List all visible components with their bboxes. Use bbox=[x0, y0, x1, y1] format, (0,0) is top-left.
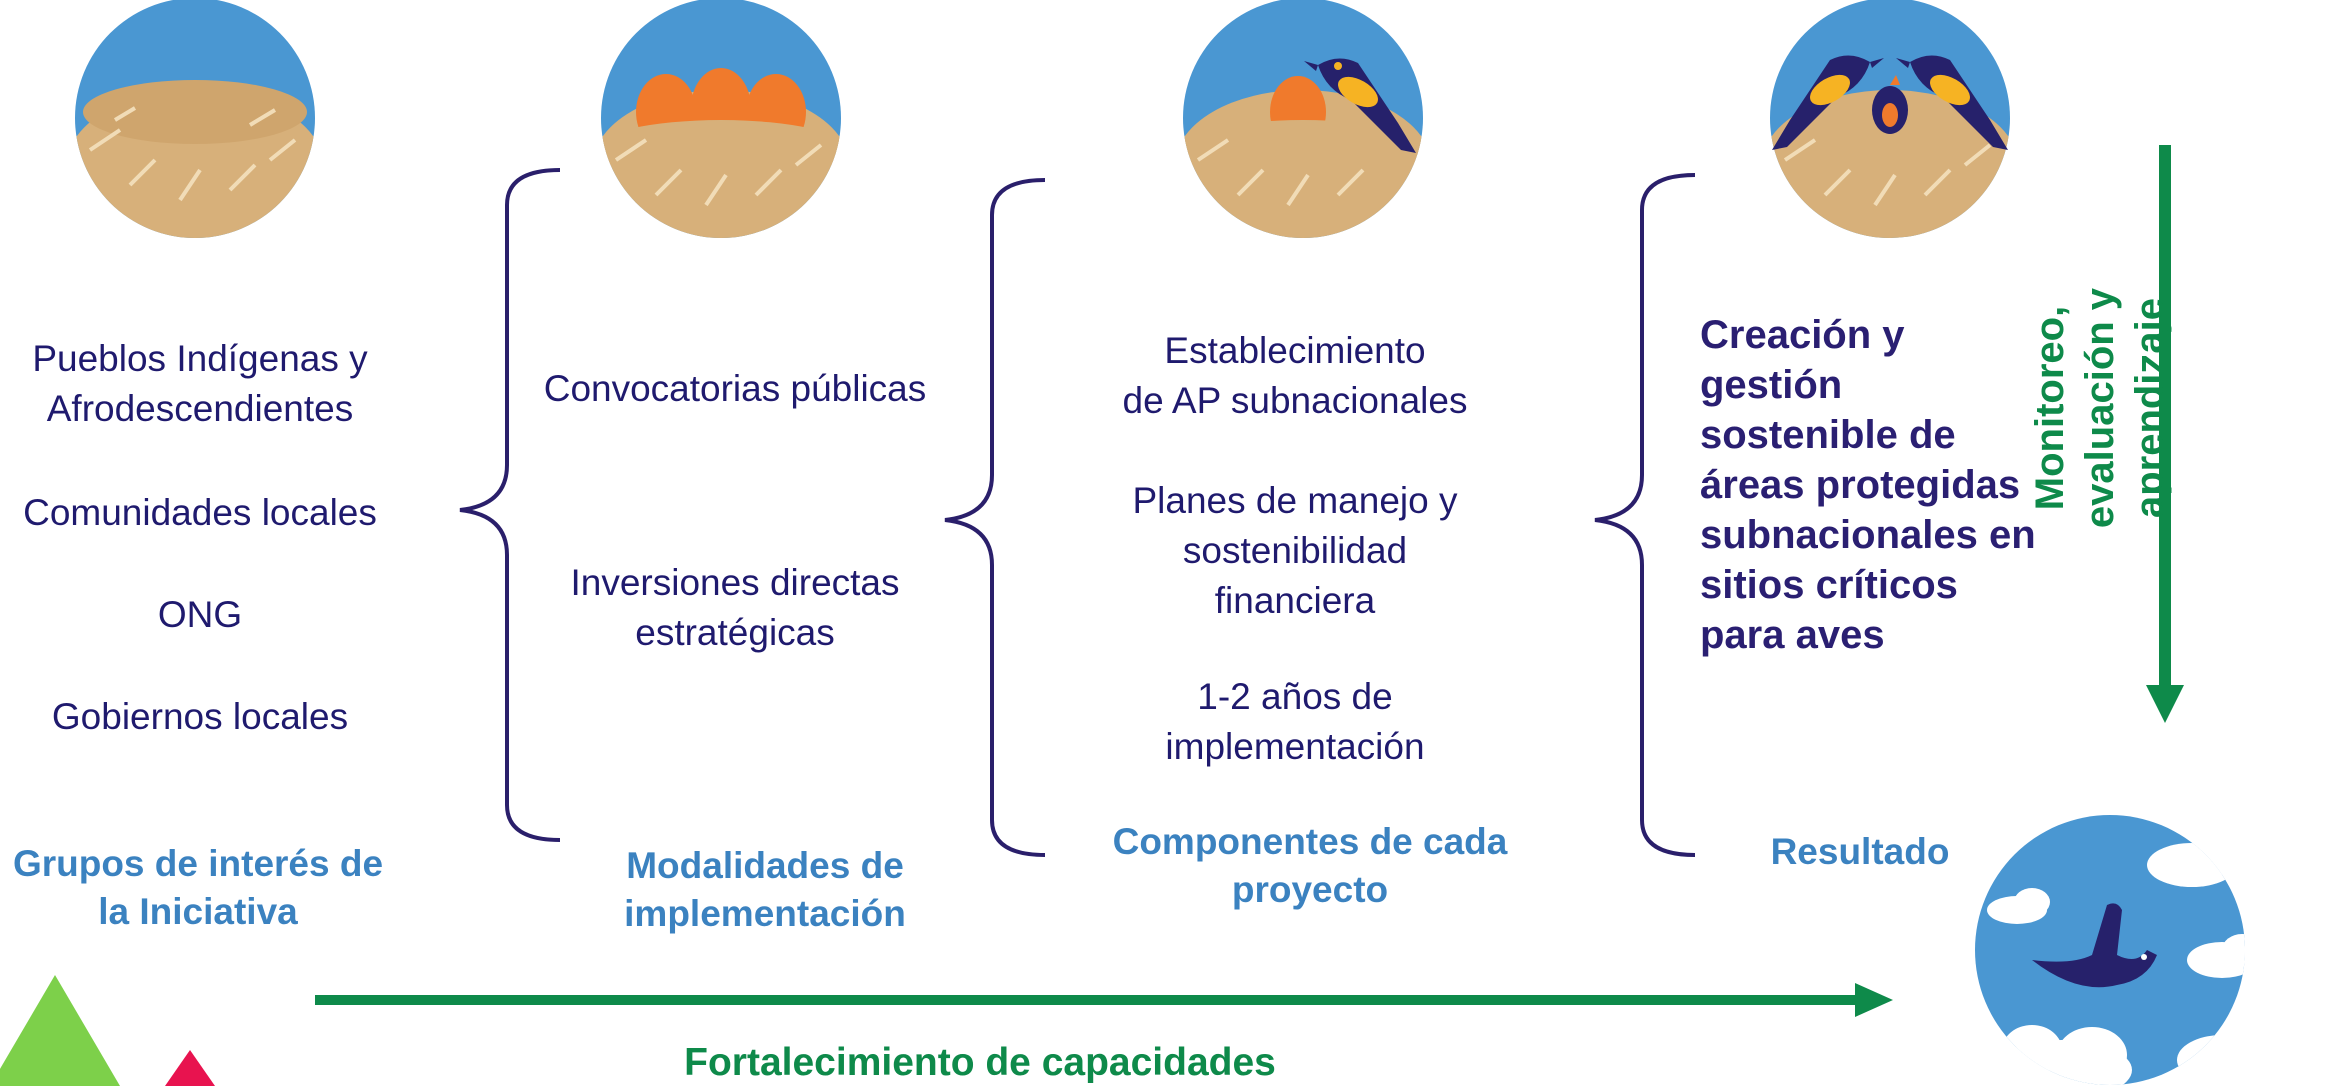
component-management-plans: Planes de manejo y sostenibilidad financ… bbox=[1132, 480, 1458, 621]
nest-with-birds-and-chick-icon bbox=[1770, 0, 2010, 238]
bracket-1 bbox=[459, 168, 561, 842]
stakeholder-communities: Comunidades locales bbox=[23, 492, 377, 533]
flying-bird-sky-icon bbox=[1975, 815, 2245, 1085]
decorative-triangles bbox=[0, 975, 215, 1086]
stakeholder-indigenous: Pueblos Indígenas y Afrodescendientes bbox=[32, 338, 368, 429]
vertical-arrow bbox=[2146, 145, 2184, 723]
horizontal-arrow bbox=[315, 983, 1893, 1017]
nest-with-bird-and-egg-icon bbox=[1183, 0, 1423, 238]
result-label: Resultado bbox=[1770, 831, 1950, 872]
vertical-arrow-label: Monitoreo, evaluación y aprendizaje bbox=[2028, 287, 2172, 529]
components-label: Componentes de cada proyecto bbox=[1112, 821, 1508, 910]
horizontal-arrow-label: Fortalecimiento de capacidades bbox=[684, 1041, 1276, 1084]
component-establishment: Establecimiento de AP subnacionales bbox=[1122, 330, 1468, 421]
modalities-label: Modalidades de implementación bbox=[624, 845, 906, 934]
empty-nest-icon bbox=[75, 0, 315, 238]
modality-public-calls: Convocatorias públicas bbox=[543, 368, 927, 409]
bracket-2 bbox=[944, 178, 1046, 857]
nest-with-eggs-icon bbox=[601, 0, 841, 238]
modality-direct-investments: Inversiones directas estratégicas bbox=[570, 562, 900, 653]
stakeholder-ngo: ONG bbox=[157, 594, 243, 635]
stakeholders-label: Grupos de interés de la Iniciativa bbox=[12, 843, 384, 932]
component-implementation-time: 1-2 años de implementación bbox=[1165, 676, 1425, 767]
bracket-3 bbox=[1594, 173, 1696, 857]
stakeholder-local-gov: Gobiernos locales bbox=[51, 696, 349, 737]
result-text: Creación y gestión sostenible de áreas p… bbox=[1700, 313, 2036, 657]
